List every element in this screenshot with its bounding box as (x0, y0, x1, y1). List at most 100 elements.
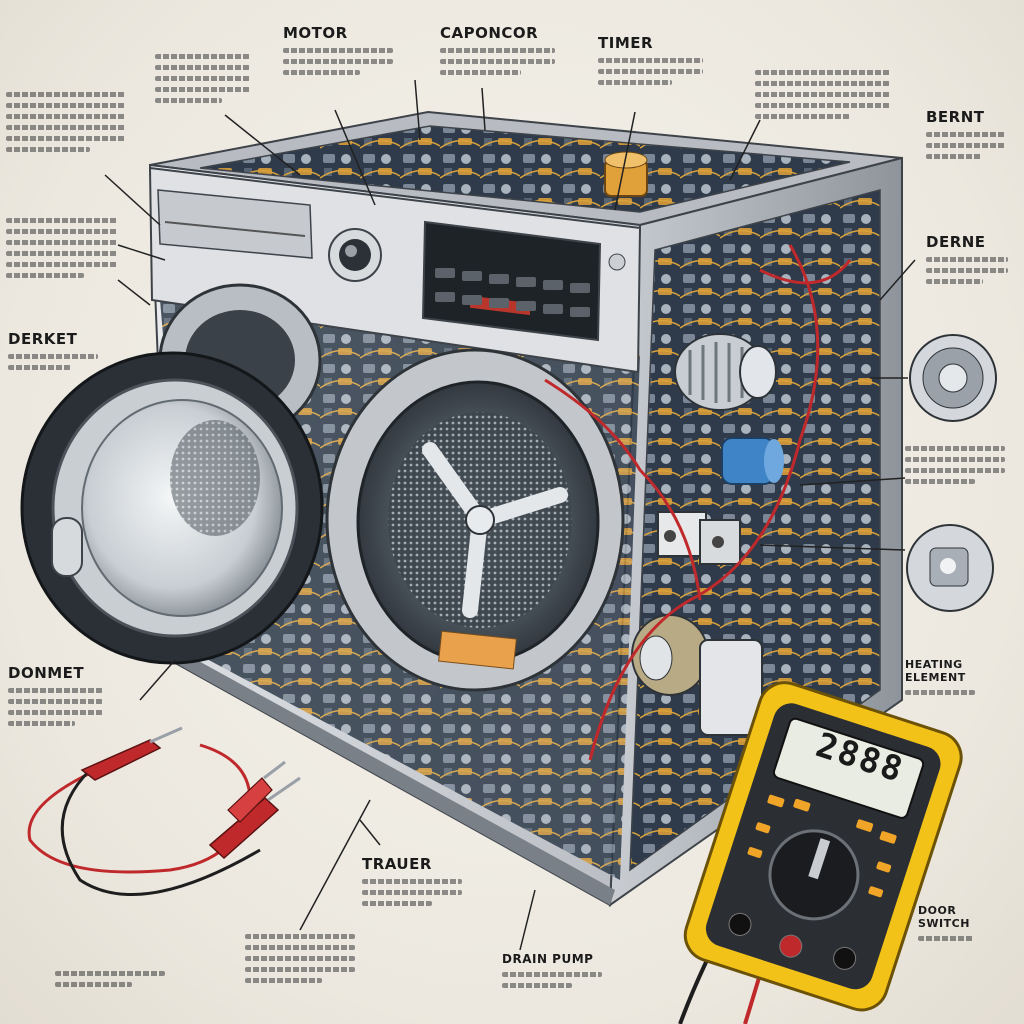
callout-title: DONMET (8, 664, 85, 682)
drain-pump-component (631, 614, 763, 736)
annotation-scribble (6, 103, 126, 108)
annotation-scribble (6, 147, 90, 152)
annotation-top-left-2 (155, 48, 250, 103)
callout-motor: MOTOR (283, 24, 393, 75)
callout-scribble (440, 59, 555, 64)
callout-timer: TIMER (598, 34, 703, 85)
callout-scribble (283, 48, 393, 53)
callout-title: DRAIN PUMP (502, 952, 594, 966)
inset-switch (906, 524, 994, 612)
callout-scribble (362, 901, 432, 906)
callout-title: MOTOR (283, 24, 348, 42)
callout-scribble (8, 354, 98, 359)
annotation-scribble (905, 446, 1005, 451)
annotation-scribble (155, 65, 250, 70)
annotation-scribble (6, 136, 126, 141)
multimeter-body (683, 681, 963, 1012)
annotation-right-mid (905, 440, 1005, 484)
callout-donmet: DONMET (8, 664, 103, 726)
leader-lines (104, 79, 916, 951)
annotation-scribble (755, 114, 850, 119)
callout-scribble (362, 879, 462, 884)
callout-door-switch: DOOR SWITCH (918, 904, 998, 941)
annotation-scribble (6, 251, 118, 256)
callout-capacitor: CAPONCOR (440, 24, 555, 75)
callout-scribble (926, 279, 984, 284)
annotation-scribble (245, 967, 355, 972)
callout-derket: DERKET (8, 330, 98, 370)
annotation-scribble (6, 262, 118, 267)
callout-scribble (283, 70, 360, 75)
callout-scribble (926, 268, 1008, 273)
callout-scribble (440, 70, 521, 75)
callout-scribble (918, 936, 974, 941)
callout-title: CAPONCOR (440, 24, 539, 42)
timer-component (604, 151, 648, 197)
callout-bernt: BERNT (926, 108, 1006, 159)
annotation-scribble (905, 468, 1005, 473)
callout-scribble (8, 688, 103, 693)
motor-component (674, 333, 777, 411)
callout-scribble (8, 699, 103, 704)
callout-scribble (598, 69, 703, 74)
annotation-scribble (245, 934, 355, 939)
callout-title: DERKET (8, 330, 78, 348)
annotation-scribble (755, 92, 890, 97)
annotation-scribble (6, 125, 126, 130)
open-door (20, 351, 324, 665)
annotation-scribble (6, 114, 126, 119)
callout-title: TIMER (598, 34, 654, 52)
annotation-scribble (6, 240, 118, 245)
callout-scribble (440, 48, 555, 53)
annotation-left-mid (6, 212, 118, 278)
callout-scribble (598, 58, 703, 63)
callout-scribble (283, 59, 393, 64)
annotation-scribble (245, 945, 355, 950)
annotation-bottom-far-left (55, 965, 165, 987)
callout-scribble (926, 154, 982, 159)
callout-scribble (598, 80, 672, 85)
callout-scribble (8, 365, 71, 370)
callout-derne: DERNE (926, 233, 1008, 284)
callout-trauer: TRAUER (362, 855, 462, 906)
callout-scribble (502, 972, 602, 977)
callout-title: TRAUER (362, 855, 432, 873)
callout-title: BERNT (926, 108, 985, 126)
terminal-blocks (657, 511, 741, 565)
annotation-scribble (155, 98, 222, 103)
inset-bearing (909, 334, 997, 422)
annotation-scribble (245, 956, 355, 961)
callout-title: DERNE (926, 233, 986, 251)
callout-scribble (926, 143, 1006, 148)
callout-scribble (8, 721, 75, 726)
callout-scribble (502, 983, 572, 988)
annotation-scribble (245, 978, 322, 983)
callout-scribble (362, 890, 462, 895)
callout-scribble (8, 710, 103, 715)
callout-title: DOOR SWITCH (918, 904, 970, 930)
annotation-scribble (905, 457, 1005, 462)
wiring (544, 244, 852, 761)
callout-title: HEATING ELEMENT (905, 658, 966, 684)
callout-scribble (926, 132, 1006, 137)
annotation-scribble (155, 87, 250, 92)
annotation-scribble (155, 76, 250, 81)
annotation-scribble (55, 971, 165, 976)
callout-drain-pump: DRAIN PUMP (502, 952, 602, 988)
annotation-scribble (6, 92, 126, 97)
annotation-scribble (6, 229, 118, 234)
drum (325, 348, 625, 692)
annotation-scribble (755, 103, 890, 108)
annotation-scribble (55, 982, 132, 987)
callout-heating-element: HEATING ELEMENT (905, 658, 1005, 695)
annotation-top-left-1 (6, 86, 126, 152)
annotation-scribble (6, 273, 85, 278)
annotation-bottom-left (245, 928, 355, 983)
annotation-scribble (155, 54, 250, 59)
callout-scribble (926, 257, 1008, 262)
control-panel (148, 166, 642, 374)
annotation-scribble (755, 81, 890, 86)
callout-scribble (905, 690, 975, 695)
